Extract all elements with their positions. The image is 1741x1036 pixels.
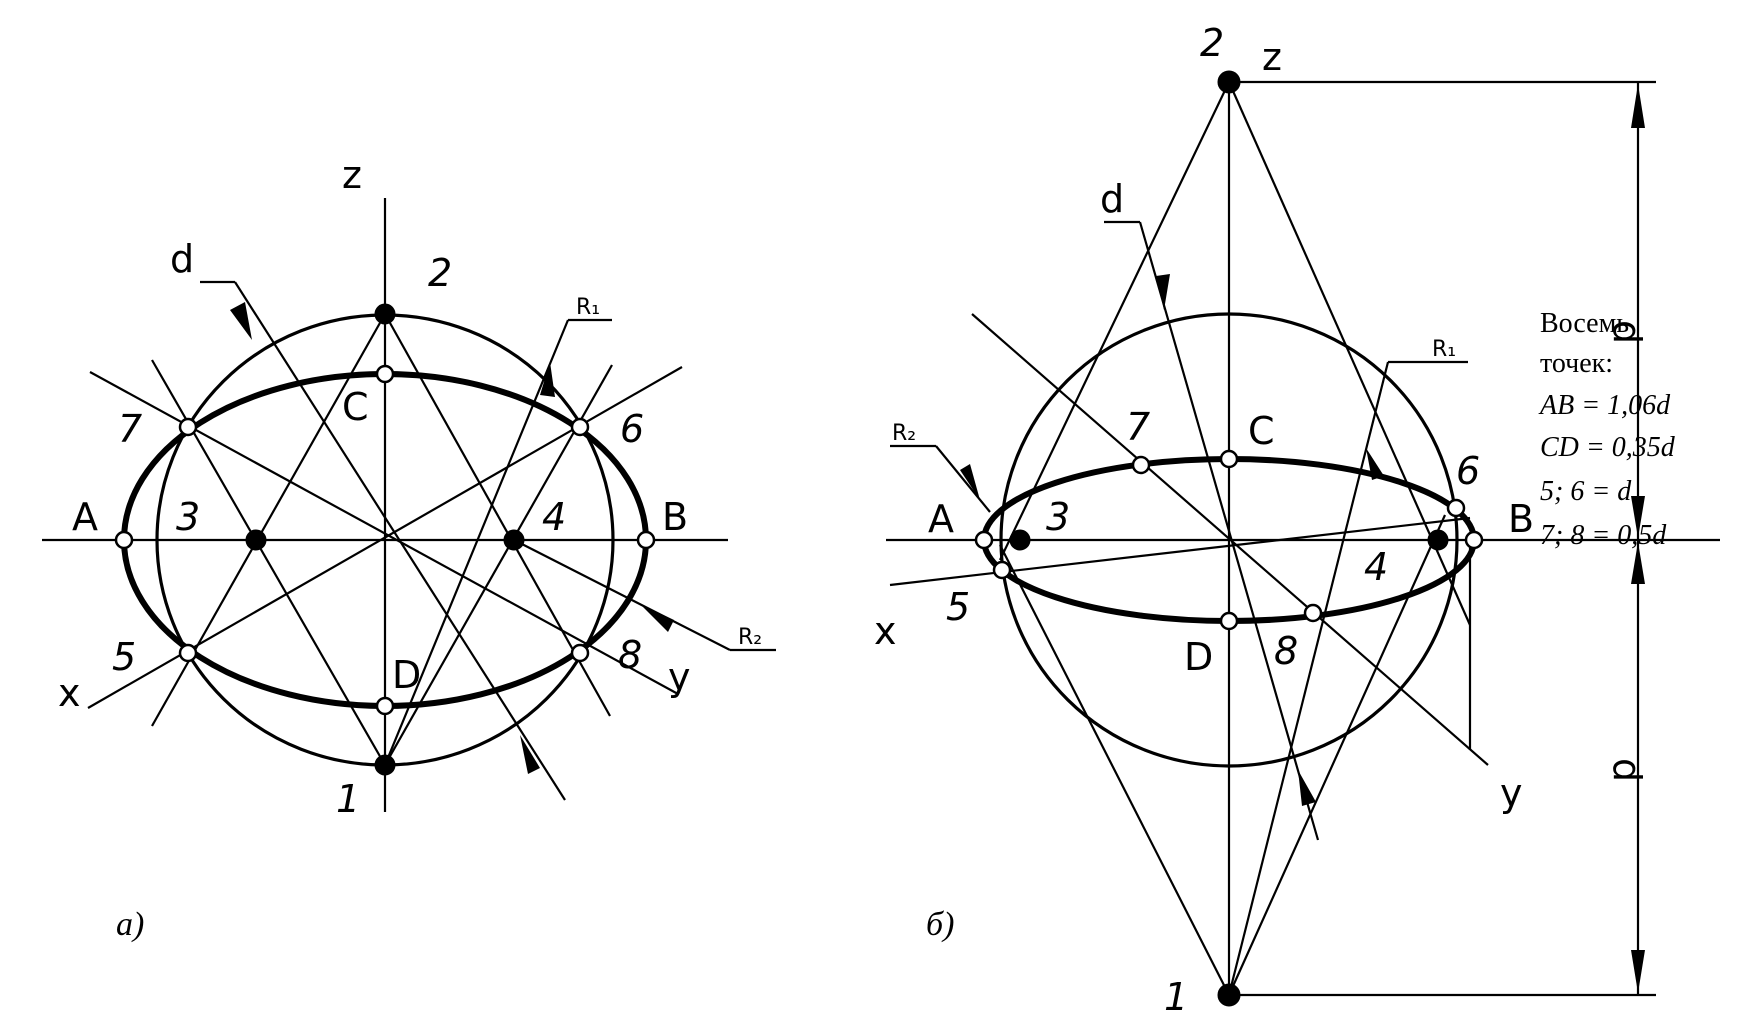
fig-b-d-arrow: [1156, 274, 1170, 310]
fig-b-r1-line: [1227, 361, 1390, 996]
fig-b-r1-label: R₁: [1432, 337, 1456, 362]
fig-a-r2-line: [513, 539, 731, 651]
fig-b-point-2: [1217, 70, 1241, 94]
fig-a-r1-label: R₁: [576, 295, 600, 320]
fig-b-dim-arrow-bottom: [1631, 950, 1645, 993]
fig-a-point-7: [178, 417, 198, 437]
figure-b: z x y d R₁ R₂ 2 1 3 4 5 6 7 8 A B C D d …: [874, 21, 1720, 1019]
fig-a-point-B: [636, 530, 656, 550]
fig-b-line-1-right: [1227, 514, 1447, 996]
fig-a-point-5: [178, 643, 198, 663]
fig-b-point-1: [1217, 983, 1241, 1007]
fig-b-d-arrow-lower: [1298, 770, 1316, 806]
fig-a-label-7: 7: [118, 407, 142, 451]
fig-a-point-2: [374, 303, 396, 325]
fig-a-point-C: [375, 364, 395, 384]
fig-a-label-2: 2: [428, 251, 452, 295]
fig-a-label-B: B: [662, 495, 688, 539]
fig-b-label-2: 2: [1200, 21, 1224, 65]
fig-a-d-label: d: [170, 237, 194, 281]
fig-a-point-8: [570, 643, 590, 663]
fig-b-label-3: 3: [1046, 495, 1070, 539]
fig-a-label-D: D: [392, 653, 421, 697]
fig-b-point-B: [1464, 530, 1484, 550]
figure-a: z x y d R₁ R₂ 2 1 3 4 5 6 7 8 A B C D а): [42, 153, 776, 943]
fig-b-r2-arrow: [960, 464, 980, 500]
fig-b-r1-arrow: [1366, 448, 1384, 480]
fig-a-label-C: C: [342, 385, 369, 429]
fig-b-x-axis-line: [889, 516, 1471, 587]
fig-b-line-1-left: [999, 544, 1230, 996]
fig-a-point-A: [114, 530, 134, 550]
fig-a-d-arrow: [230, 302, 252, 340]
fig-b-dim-arrow-top: [1631, 84, 1645, 128]
fig-a-point-1: [374, 754, 396, 776]
fig-b-label-D: D: [1184, 635, 1213, 679]
fig-a-r2-label: R₂: [738, 625, 762, 650]
fig-b-label-C: C: [1248, 409, 1275, 453]
fig-a-r1-line: [383, 319, 570, 766]
fig-a-label-4: 4: [542, 495, 566, 539]
fig-a-caption: а): [116, 906, 144, 943]
fig-b-note-line6: 7; 8 = 0,5d: [1540, 520, 1667, 551]
fig-a-z-label: z: [342, 153, 362, 197]
fig-b-label-7: 7: [1126, 405, 1150, 449]
fig-b-point-5: [992, 560, 1012, 580]
fig-b-dim-label-upper: d: [1605, 320, 1649, 344]
fig-a-label-1: 1: [336, 777, 360, 821]
fig-b-x-label: x: [874, 609, 897, 653]
fig-b-circle: [999, 312, 1459, 768]
fig-b-label-6: 6: [1456, 449, 1480, 493]
fig-b-y-label: y: [1500, 771, 1523, 815]
fig-a-y-label: y: [668, 655, 691, 699]
fig-b-point-3: [1009, 529, 1031, 551]
fig-b-r2-label: R₂: [892, 421, 916, 446]
fig-b-point-4: [1427, 529, 1449, 551]
fig-b-note-line3: AB = 1,06d: [1538, 390, 1671, 421]
fig-b-label-5: 5: [946, 585, 970, 629]
fig-a-label-A: A: [72, 495, 98, 539]
fig-b-point-8: [1303, 603, 1323, 623]
fig-a-r1-arrow: [540, 362, 555, 397]
fig-a-x-label: x: [58, 671, 81, 715]
fig-b-label-1: 1: [1164, 975, 1188, 1019]
fig-a-point-4: [503, 529, 525, 551]
fig-a-point-D: [375, 696, 395, 716]
fig-b-r2-line: [935, 445, 991, 513]
fig-a-r2-arrow: [640, 604, 674, 632]
fig-b-label-B: B: [1508, 497, 1534, 541]
fig-b-note: Восемь точек: AB = 1,06d CD = 0,35d 5; 6…: [1538, 308, 1676, 551]
fig-a-label-6: 6: [620, 407, 644, 451]
fig-b-point-C: [1219, 449, 1239, 469]
fig-b-dim-arrow-mid-down: [1631, 542, 1645, 584]
fig-b-note-line2: точек:: [1540, 348, 1613, 379]
fig-b-note-line4: CD = 0,35d: [1540, 432, 1676, 463]
fig-a-label-8: 8: [618, 633, 642, 677]
fig-b-point-A: [974, 530, 994, 550]
fig-b-d-line: [1138, 221, 1320, 841]
fig-b-point-7: [1131, 455, 1151, 475]
fig-b-z-label: z: [1262, 35, 1282, 79]
fig-b-point-D: [1219, 611, 1239, 631]
fig-b-note-line1: Восемь: [1540, 308, 1629, 339]
fig-b-label-4: 4: [1364, 545, 1388, 589]
fig-b-dim-arrow-mid-up: [1631, 496, 1645, 538]
fig-b-point-6: [1446, 498, 1466, 518]
fig-b-note-line5: 5; 6 = d: [1540, 476, 1632, 507]
fig-a-d-arrow-lower: [520, 735, 540, 774]
fig-b-caption: б): [926, 906, 954, 943]
fig-b-label-A: A: [928, 497, 954, 541]
fig-a-point-3: [245, 529, 267, 551]
fig-a-label-3: 3: [176, 495, 200, 539]
fig-a-d-line: [234, 281, 566, 801]
fig-a-point-6: [570, 417, 590, 437]
fig-b-d-label: d: [1100, 177, 1124, 221]
fig-b-label-8: 8: [1274, 629, 1298, 673]
fig-b-line-2-left: [999, 81, 1230, 561]
fig-a-label-5: 5: [112, 635, 136, 679]
fig-b-dim-label-lower: d: [1605, 758, 1649, 782]
